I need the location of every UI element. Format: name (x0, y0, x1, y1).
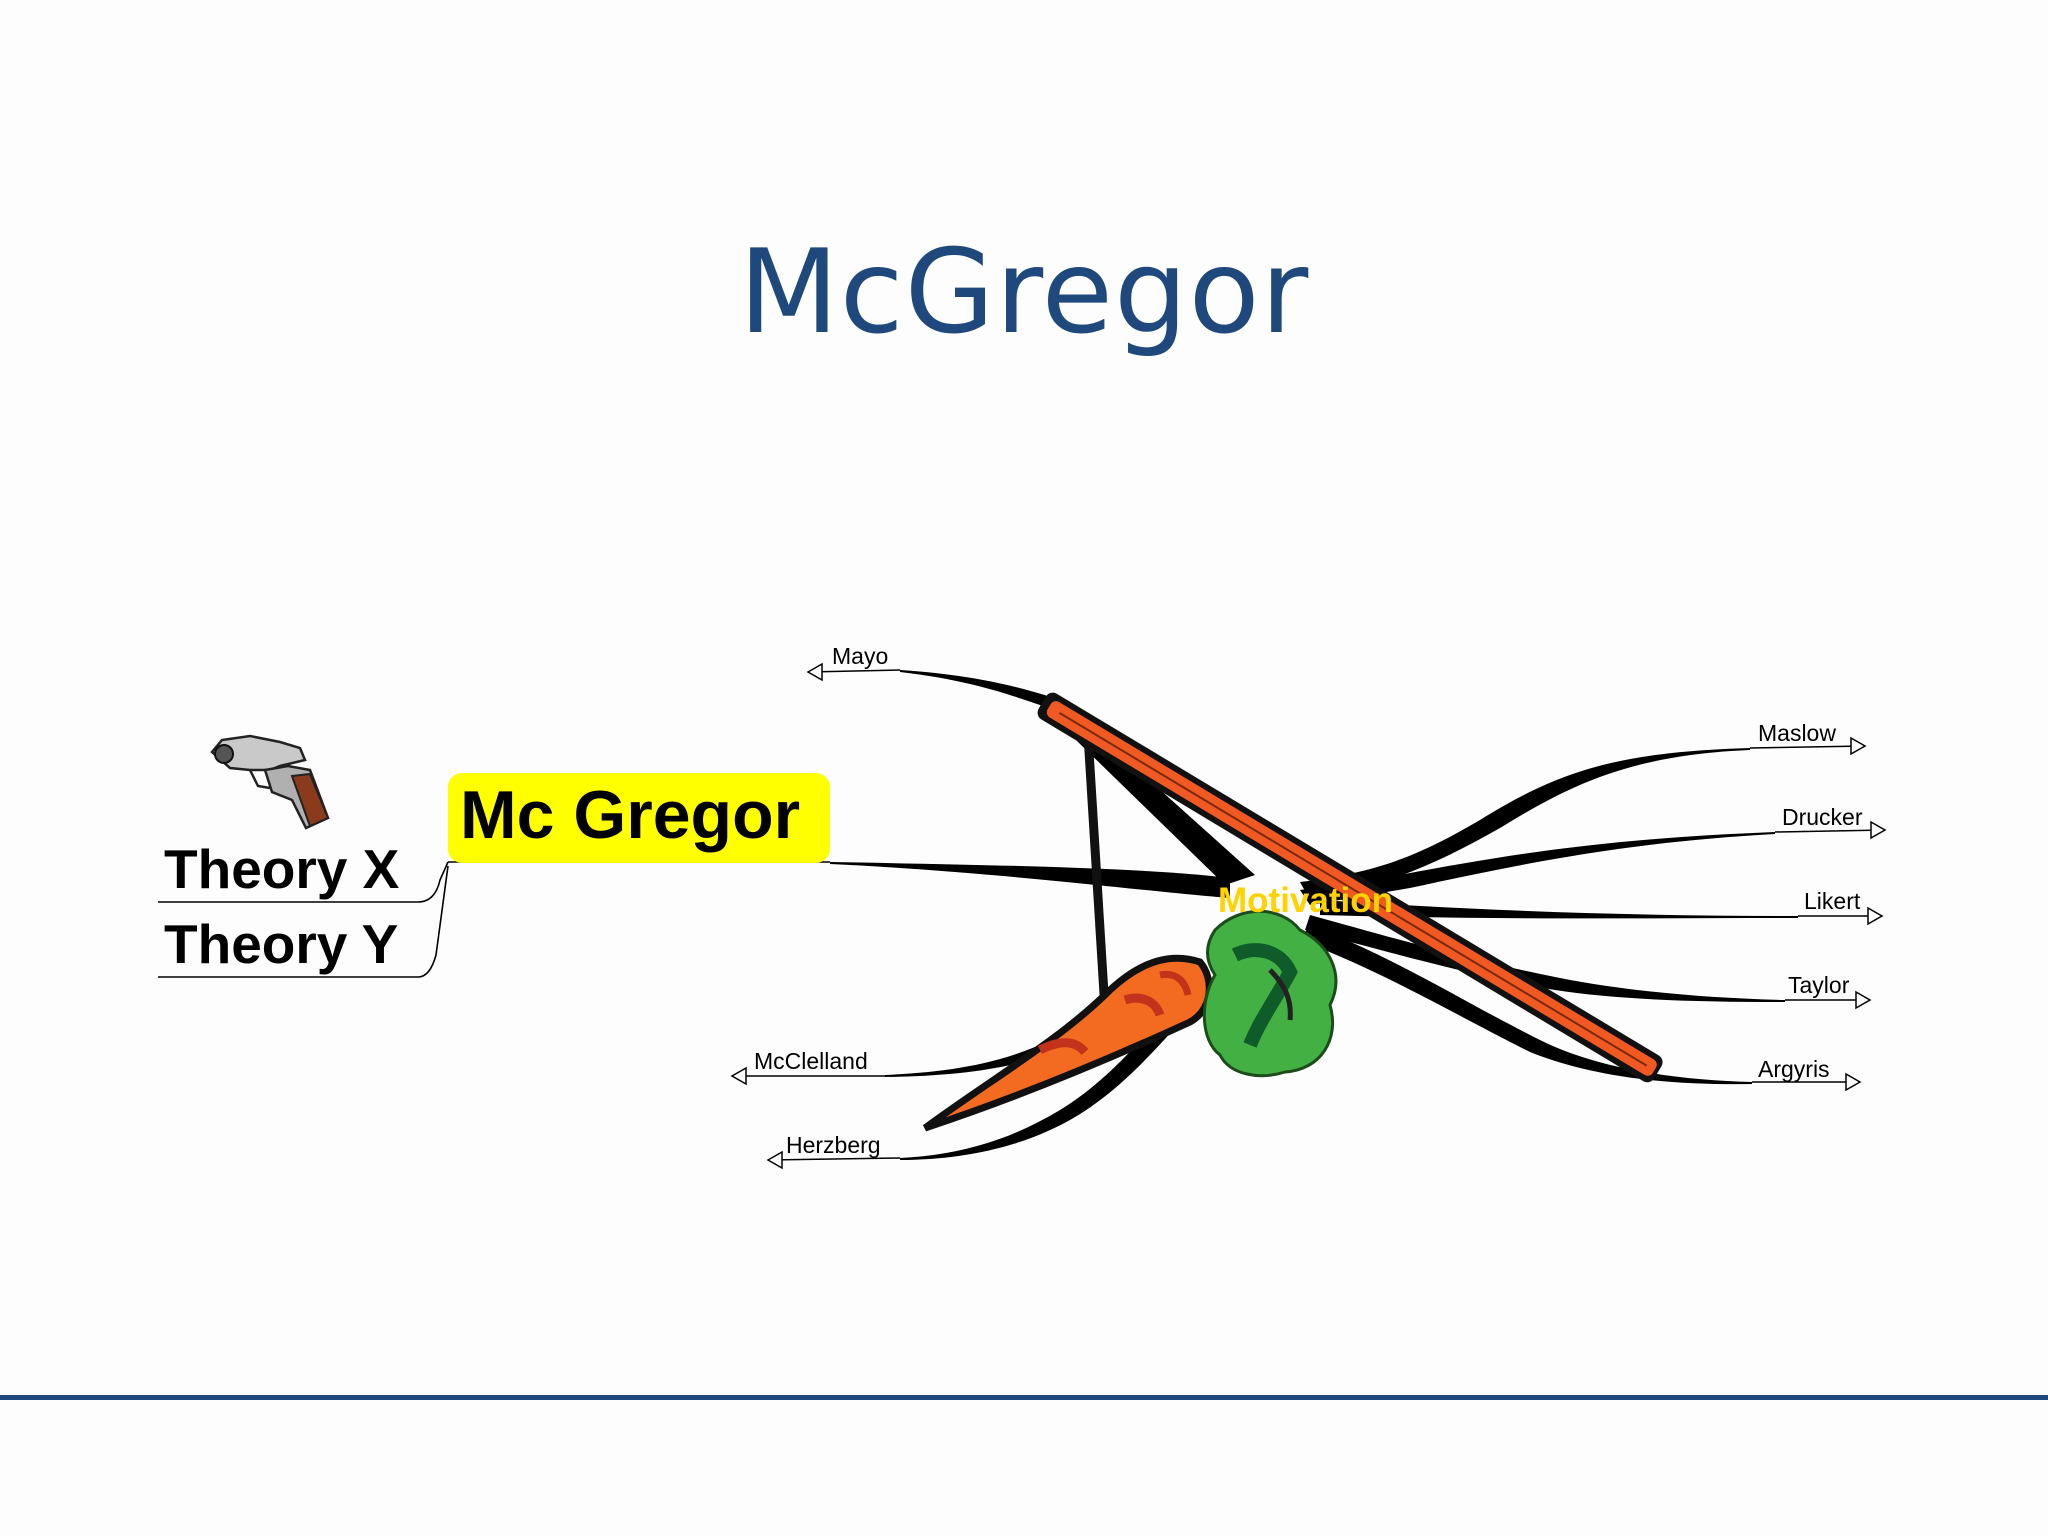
branch-label-mayo: Mayo (832, 643, 888, 669)
central-node-highlight (448, 773, 830, 863)
branch-label-likert: Likert (1804, 888, 1861, 914)
branch-label-argyris: Argyris (1758, 1056, 1830, 1082)
slide-title: McGregor (738, 225, 1310, 360)
branch-label-maslow: Maslow (1758, 720, 1836, 746)
footer-rule (0, 1395, 2048, 1400)
branch-label-mcclelland: McClelland (754, 1048, 868, 1074)
branch-label-taylor: Taylor (1788, 972, 1850, 998)
pistol-icon (210, 734, 330, 830)
theory-y-label: Theory Y (164, 913, 398, 975)
theory-x-label: Theory X (164, 838, 400, 900)
central-node-label: Mc Gregor (460, 777, 800, 853)
branch-arrowheads (730, 662, 1887, 1170)
carrot-on-stick-icon (922, 692, 1663, 1132)
branch-label-drucker: Drucker (1782, 804, 1863, 830)
hub-label: Motivation (1218, 881, 1393, 920)
branch-label-herzberg: Herzberg (786, 1132, 881, 1158)
